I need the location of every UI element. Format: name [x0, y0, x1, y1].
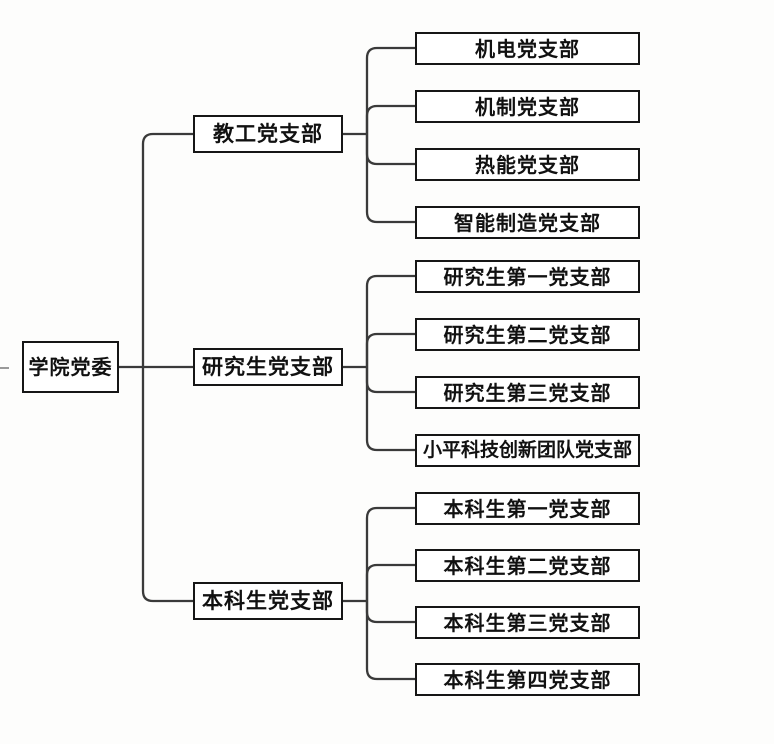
connector-branch1-leaf3: [365, 367, 415, 452]
connector-branch0-leaf1: [365, 104, 415, 134]
connector-root-branch0: [141, 132, 193, 367]
connector-branch2-leaf2: [365, 601, 415, 624]
connector-branch2-leaf1: [365, 563, 415, 601]
connector-branch1-leaf2: [365, 367, 415, 394]
connector-branch0-leaf3: [365, 134, 415, 224]
node-branch-undergraduate: 本科生党支部: [193, 582, 343, 620]
connector-branch1-leaf0: [365, 274, 415, 367]
node-leaf-2-1: 本科生第二党支部: [415, 549, 640, 582]
connector-branch1-leaf1: [365, 332, 415, 367]
connector-branch2-leaf0: [365, 506, 415, 601]
node-leaf-1-1: 研究生第二党支部: [415, 318, 640, 351]
node-root: 学院党委: [22, 341, 119, 393]
node-leaf-1-3: 小平科技创新团队党支部: [415, 434, 640, 467]
node-branch-faculty: 教工党支部: [193, 115, 343, 153]
node-leaf-0-3: 智能制造党支部: [415, 206, 640, 239]
node-leaf-2-0: 本科生第一党支部: [415, 492, 640, 525]
node-leaf-1-2: 研究生第三党支部: [415, 376, 640, 409]
node-leaf-1-0: 研究生第一党支部: [415, 260, 640, 293]
connector-root-branch2: [141, 367, 193, 603]
connector-branch2-leaf3: [365, 601, 415, 681]
node-leaf-0-1: 机制党支部: [415, 90, 640, 123]
node-leaf-0-2: 热能党支部: [415, 148, 640, 181]
connector-branch0-leaf0: [365, 46, 415, 134]
node-leaf-0-0: 机电党支部: [415, 32, 640, 65]
node-leaf-2-3: 本科生第四党支部: [415, 663, 640, 696]
node-branch-graduate: 研究生党支部: [193, 348, 343, 386]
node-leaf-2-2: 本科生第三党支部: [415, 606, 640, 639]
connector-branch0-leaf2: [365, 134, 415, 166]
